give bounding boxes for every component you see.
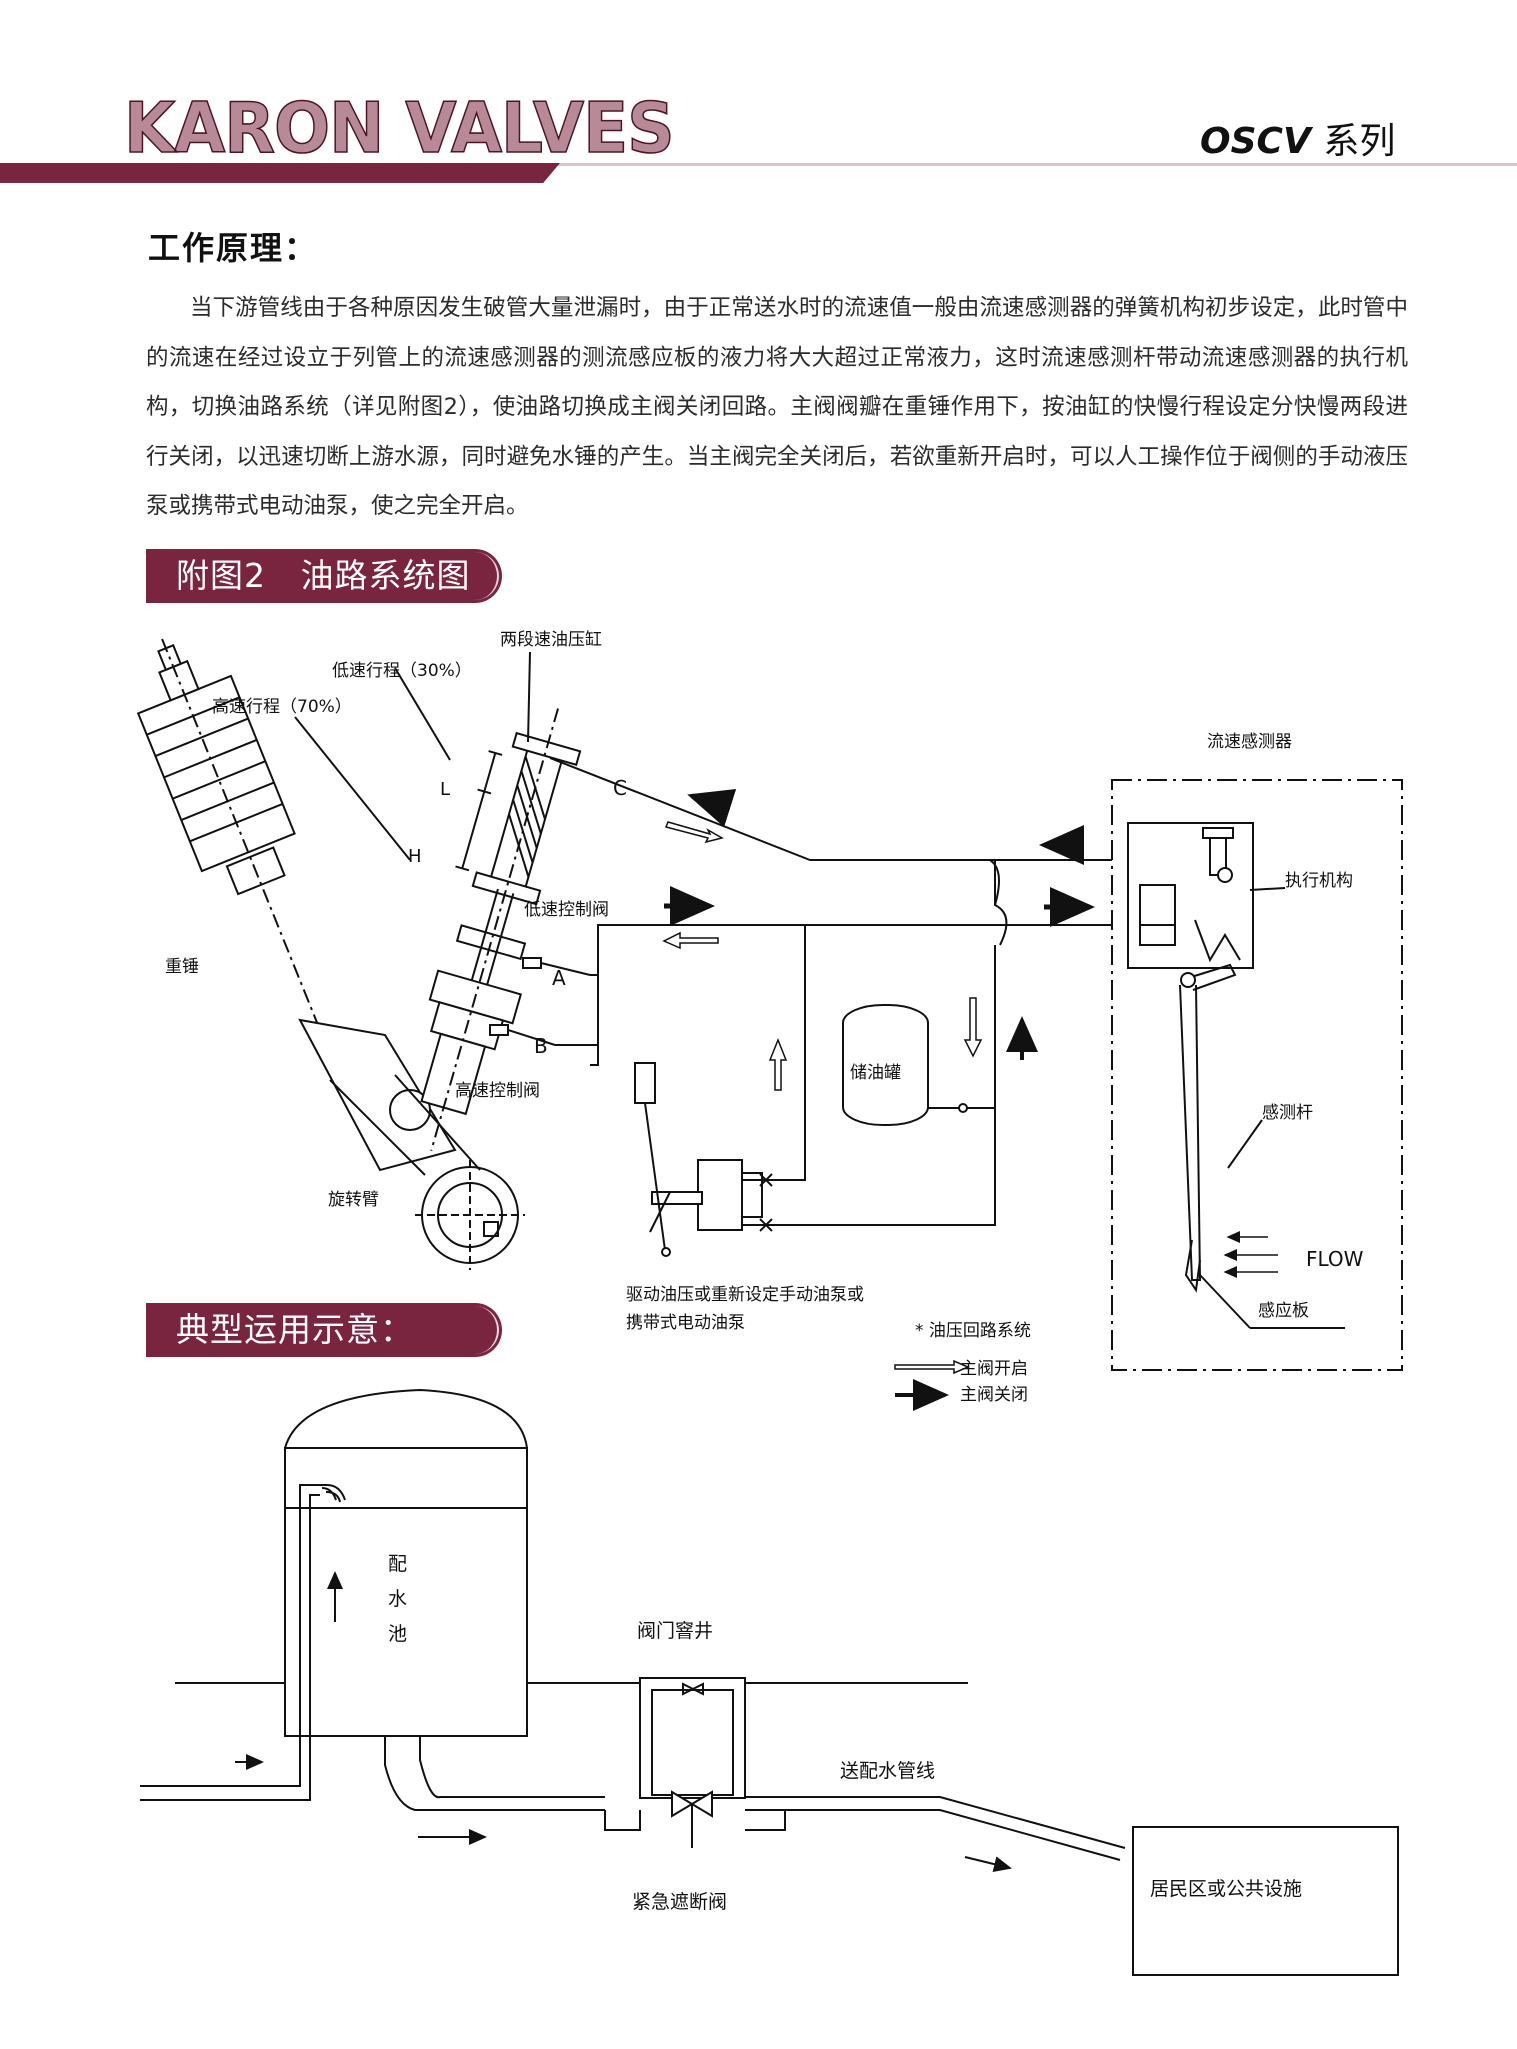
legend-title: * 油压回路系统 [915,1321,1031,1341]
label-supply-line: 送配水管线 [840,1760,935,1782]
application-title-text: 典型运用示意： [176,1310,414,1349]
figure2-title: 附图2 油路系统图 [146,549,502,603]
label-b: B [534,1034,548,1058]
label-sensing-rod: 感测杆 [1262,1103,1313,1123]
circuit-arrows [662,788,1278,1411]
legend-open: 主阀开启 [960,1359,1028,1379]
application-diagram [140,1388,1399,1976]
label-valve-chamber: 阀门窨井 [637,1620,713,1642]
application-labels: 配 水 池 阀门窨井 送配水管线 紧急遮断阀 居民区或公共设施 [388,1553,1302,1913]
label-flow: FLOW [1306,1247,1364,1271]
valve-chamber [639,1677,746,1799]
destination-box [1132,1826,1399,1976]
hand-pump [634,1062,790,1257]
label-pump-line1: 驱动油压或重新设定手动油泵或 [626,1285,864,1305]
brand-logo: KARON VALVES [123,87,675,169]
reservoir-char-3: 池 [388,1623,407,1645]
label-pump-line2: 携带式电动油泵 [626,1313,745,1333]
label-l: L [440,779,450,800]
oil-circuit-diagram [136,638,1403,1371]
label-high-speed-stroke: 高速行程（70%） [212,697,352,717]
principle-heading: 工作原理： [148,229,319,267]
label-rotating-arm: 旋转臂 [328,1190,379,1210]
rotating-arm [298,1018,525,1270]
label-oil-tank: 储油罐 [850,1063,901,1083]
series-suffix: 系列 [1323,121,1396,162]
label-h: H [408,846,422,867]
oil-tank [842,1004,929,1126]
label-two-speed-cylinder: 两段速油压缸 [500,629,602,650]
counterweight [136,638,351,1104]
label-low-speed-valve: 低速控制阀 [524,900,609,920]
label-high-speed-valve: 高速控制阀 [455,1081,540,1101]
high-speed-valve [489,1024,509,1036]
flow-sensor-box [1111,779,1403,1371]
label-flow-sensor: 流速感测器 [1207,732,1292,752]
reservoir-char-1: 配 [388,1553,407,1575]
reservoir-dome [284,1388,528,1449]
series-title: OSCV 系列 [1200,112,1395,164]
label-actuator: 执行机构 [1285,871,1353,891]
application-arrows [235,1571,1012,1872]
principle-paragraph: 当下游管线由于各种原因发生破管大量泄漏时，由于正常送水时的流速值一般由流速感测器… [146,295,1408,519]
reservoir-char-2: 水 [388,1588,407,1610]
figure2-title-text: 附图2 油路系统图 [176,556,471,595]
label-emergency-valve: 紧急遮断阀 [632,1891,727,1913]
label-a: A [552,966,566,990]
label-sensing-plate: 感应板 [1258,1301,1309,1321]
label-c: C [613,776,627,800]
header-band [0,163,560,183]
label-destination: 居民区或公共设施 [1150,1878,1302,1900]
label-low-speed-stroke: 低速行程（30%） [332,661,472,681]
application-title: 典型运用示意： [146,1303,502,1357]
low-speed-valve [522,957,542,969]
series-code: OSCV [1200,121,1311,162]
reservoir [284,1447,528,1737]
legend-close: 主阀关闭 [960,1385,1028,1405]
label-weight: 重锤 [165,957,199,977]
figure2-labels: 两段速油压缸 低速行程（30%） 高速行程（70%） 重锤 低速控制阀 高速控制… [165,629,1364,1405]
header-rule [0,163,1517,166]
two-speed-cylinder [420,708,582,1152]
